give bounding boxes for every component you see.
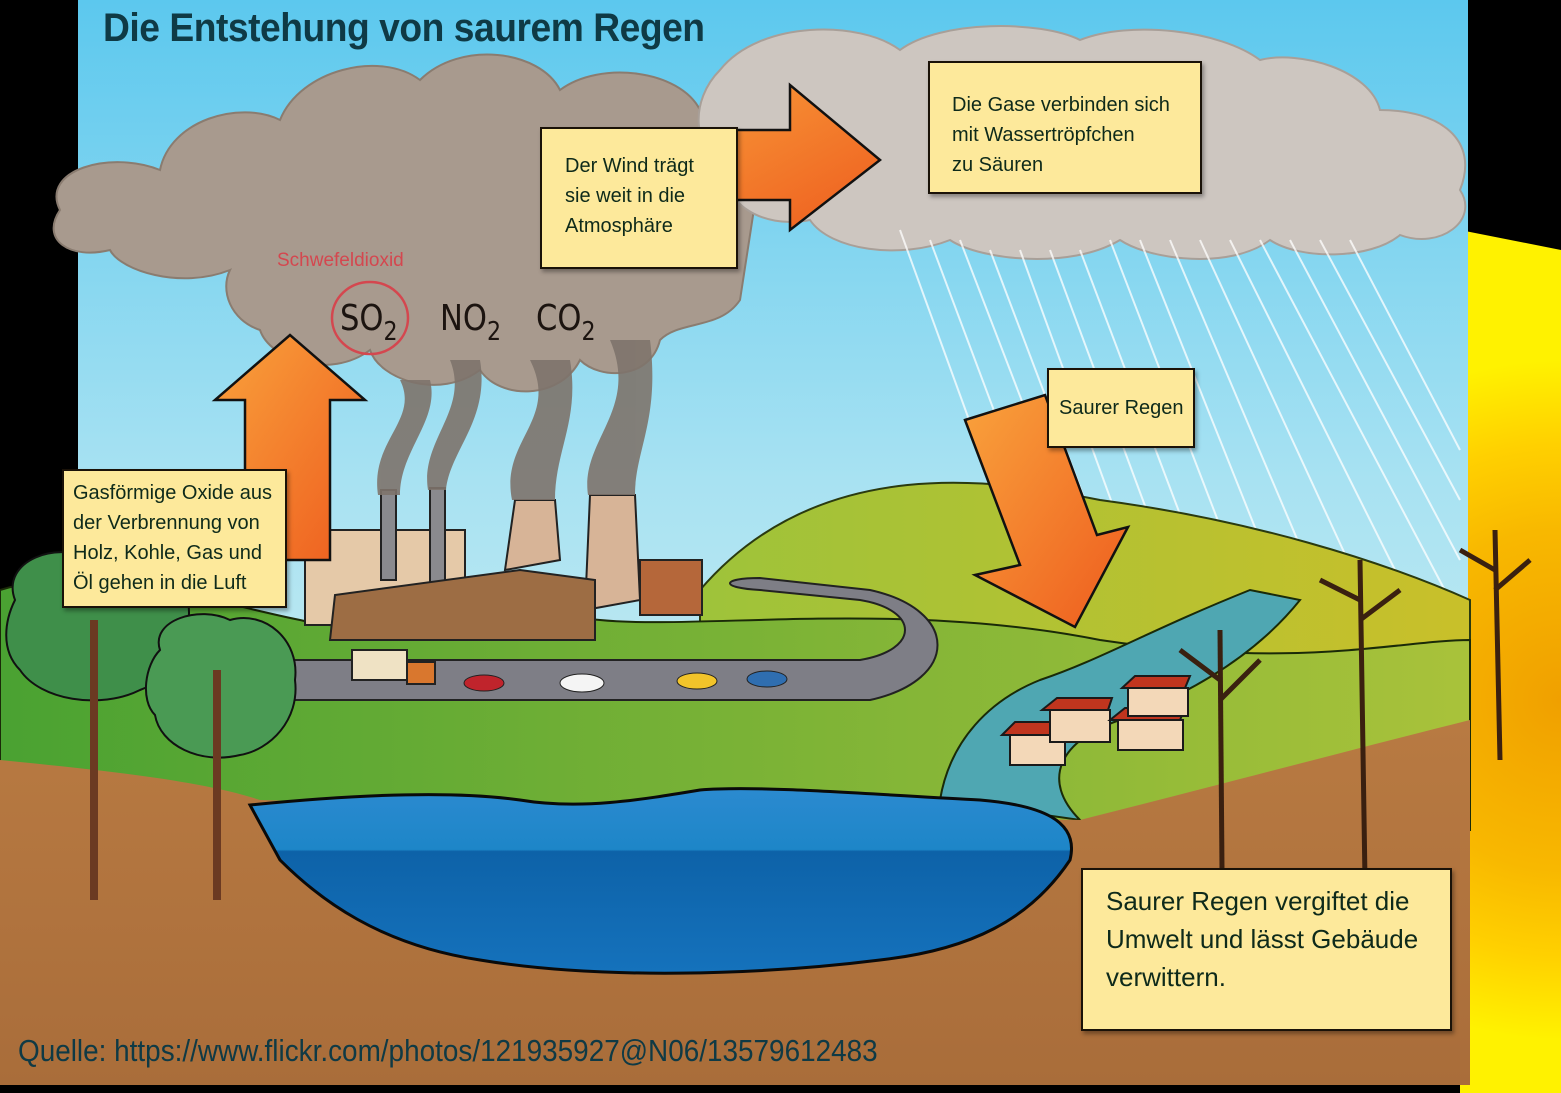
sulfur-dioxide-label: Schwefeldioxid [277, 250, 404, 271]
note-effects: Saurer Regen vergiftet die Umwelt und lä… [1081, 868, 1452, 1031]
green-trees [5, 544, 297, 900]
dead-trees [1178, 529, 1532, 881]
note-oxides: Gasförmige Oxide aus der Verbrennung von… [62, 469, 287, 608]
lake [247, 787, 1073, 975]
source-credit: Quelle: https://www.flickr.com/photos/12… [18, 1033, 878, 1068]
formula-co2: CO2 [536, 298, 596, 347]
power-plant [304, 487, 703, 641]
vehicles [351, 649, 788, 693]
note-acid-rain: Saurer Regen [1047, 368, 1195, 448]
note-gases: Die Gase verbinden sich mit Wassertröpfc… [928, 61, 1202, 194]
smoke-plumes [377, 340, 653, 500]
formula-no2: NO2 [440, 298, 502, 347]
houses [999, 675, 1192, 766]
road [289, 576, 939, 701]
so2-highlight-circle [330, 280, 410, 356]
note-wind: Der Wind trägt sie weit in die Atmosphär… [540, 127, 738, 269]
formula-so2: SO2 [340, 298, 398, 347]
sun-glow [1460, 230, 1561, 1093]
diagram-title: Die Entstehung von saurem Regen [103, 6, 705, 50]
